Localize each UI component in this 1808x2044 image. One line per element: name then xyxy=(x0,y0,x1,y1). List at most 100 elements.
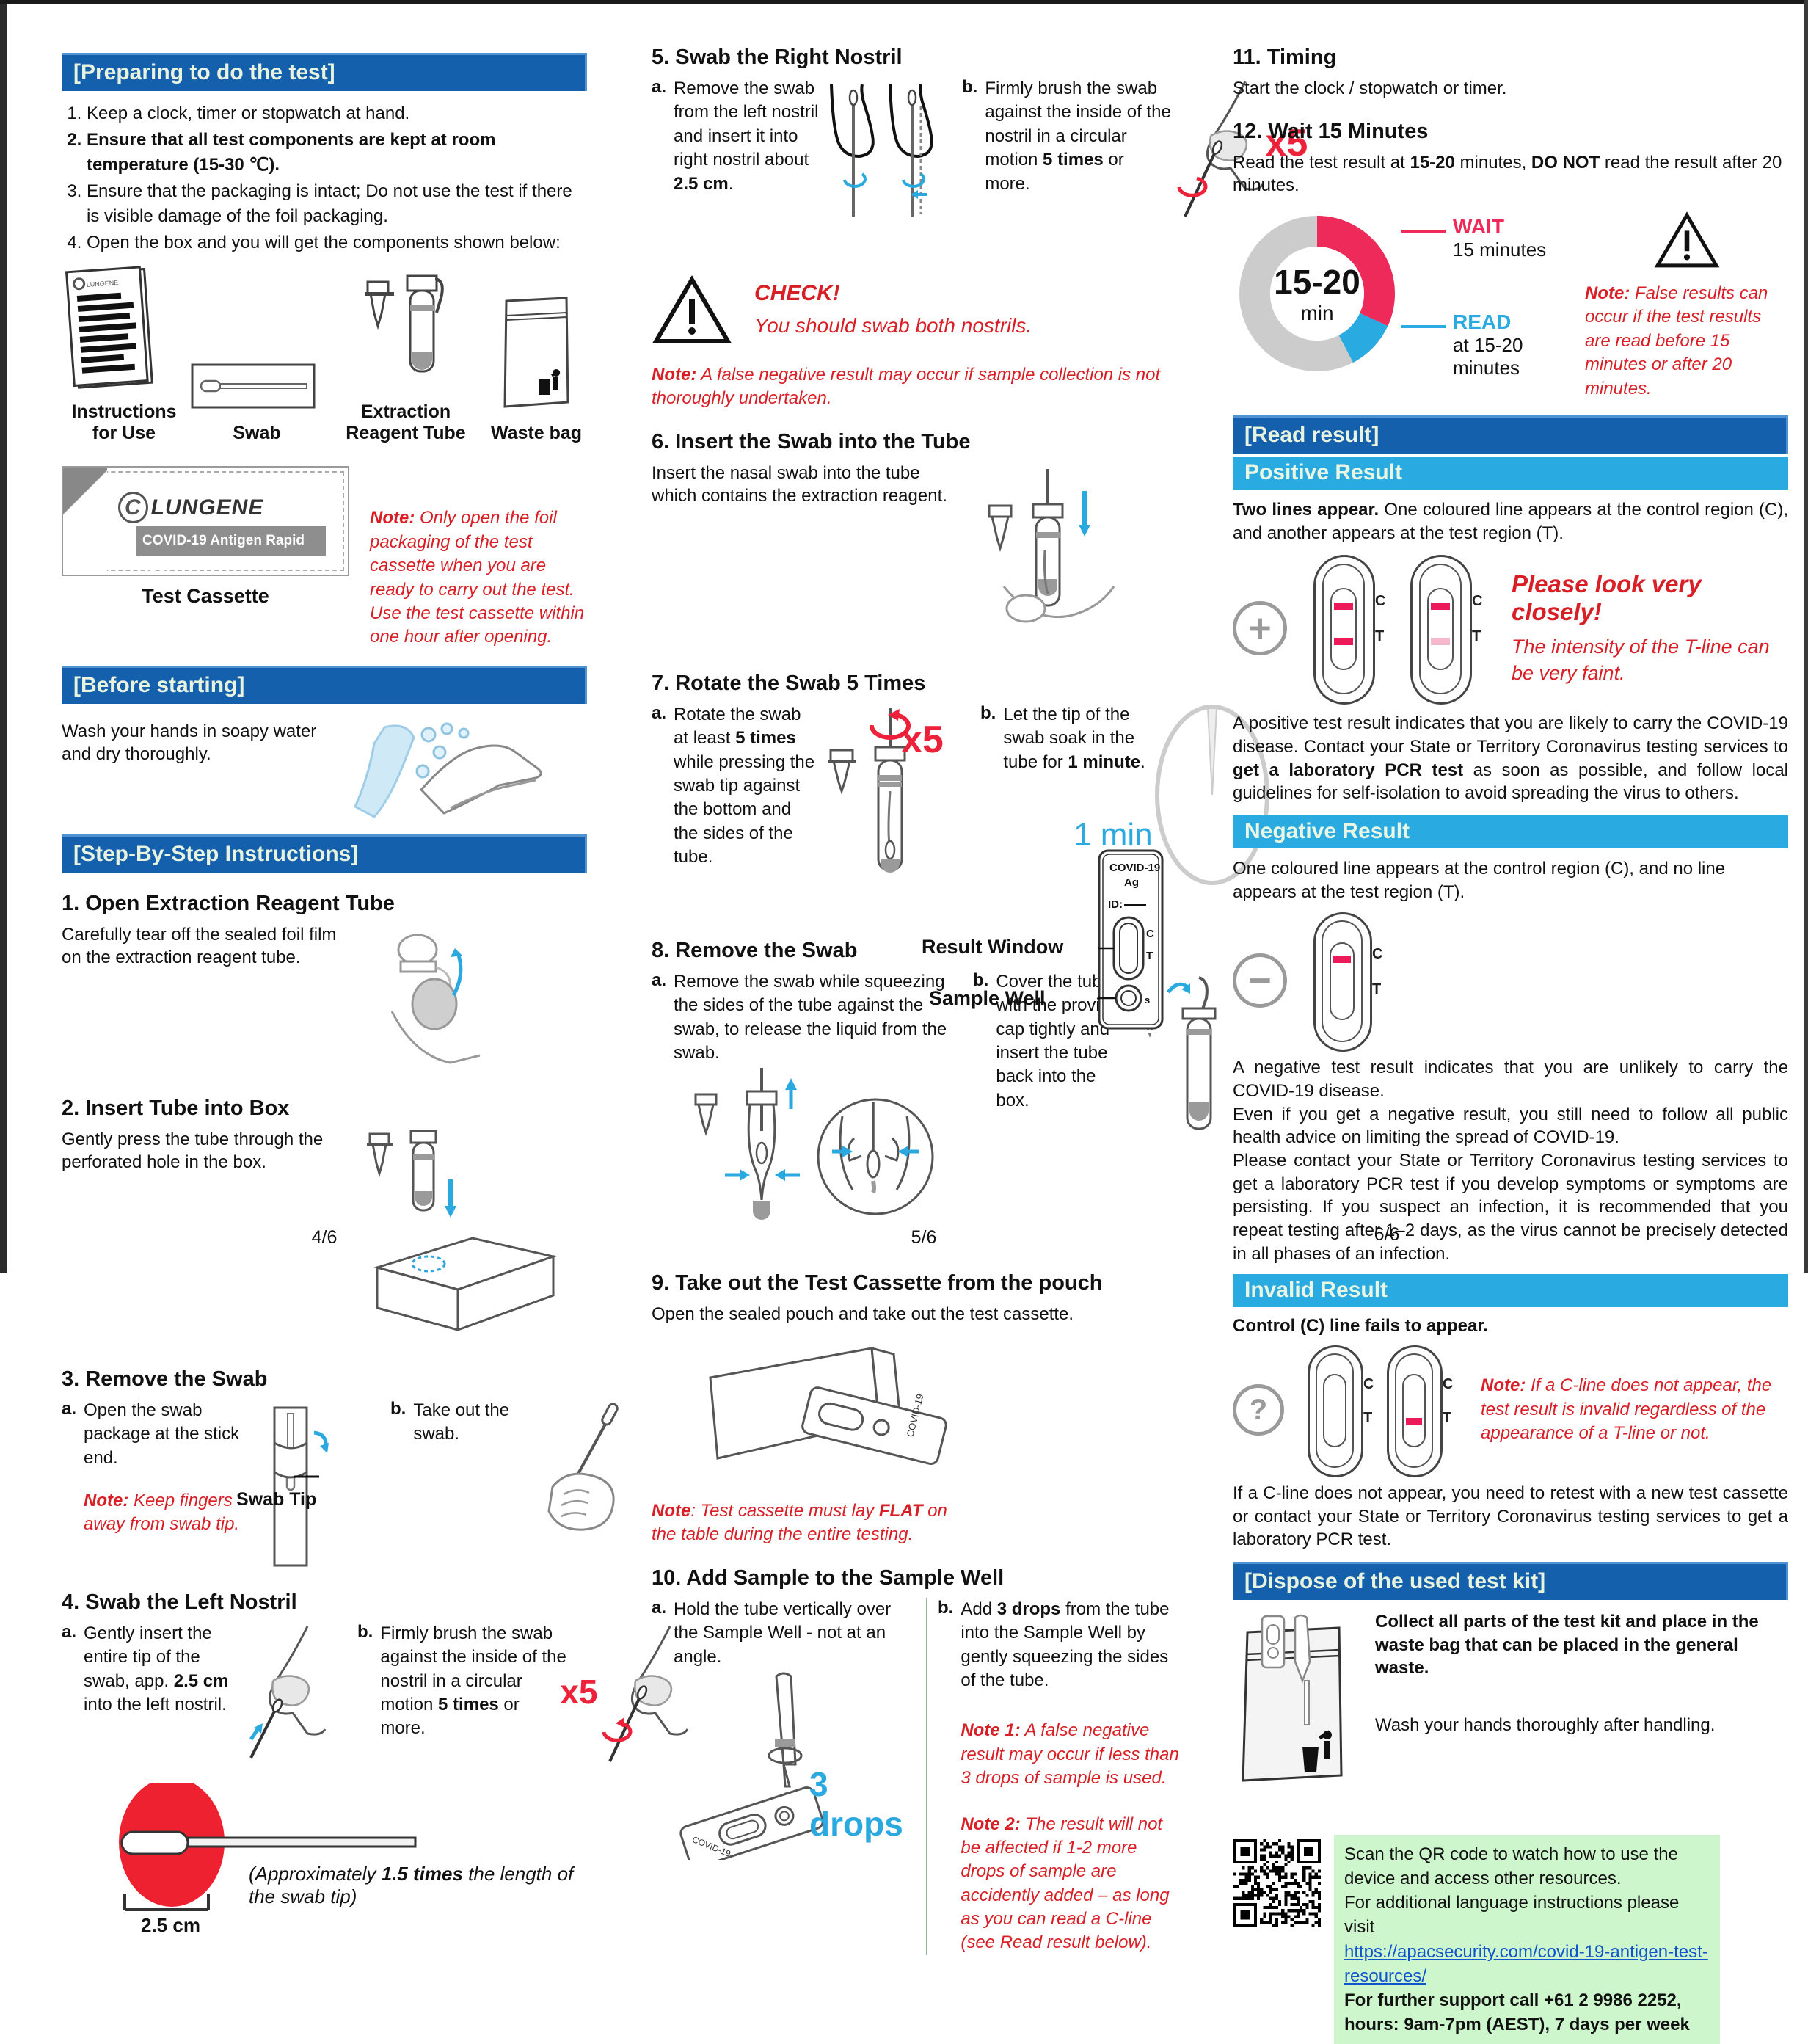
negative-paragraph-1: A negative test result indicates that yo… xyxy=(1233,1058,1788,1102)
swab-tip-label: Swab Tip xyxy=(236,1488,317,1510)
prep-item: Open the box and you will get the compon… xyxy=(87,230,587,255)
read-sub: at 15-20 minutes xyxy=(1453,334,1523,379)
cassette-one-line: C T xyxy=(1313,912,1382,1052)
invalid-illustration: ? C T C T Note: If a C-line does not app… xyxy=(1233,1345,1788,1478)
step1-text: Carefully tear off the sealed foil film … xyxy=(62,924,337,968)
open-tube-illustration xyxy=(390,934,481,1064)
test-cassette-label: Test Cassette xyxy=(142,585,269,608)
read-label: READ xyxy=(1453,310,1512,334)
section-dispose: [Dispose of the used test kit] xyxy=(1233,1562,1788,1601)
donut-chart xyxy=(1239,216,1395,372)
step6-heading: 6. Insert the Swab into the Tube xyxy=(652,429,971,454)
cassette-two-lines: C T xyxy=(1313,555,1385,705)
invalid-intro: Control (C) line fails to appear. xyxy=(1233,1316,1489,1336)
svg-text:C: C xyxy=(1146,928,1154,940)
minus-icon: − xyxy=(1233,953,1287,1008)
prep-item: Ensure that all test components are kept… xyxy=(87,128,587,178)
result-window-label: Result Window xyxy=(922,936,1064,958)
subsection-positive: Positive Result xyxy=(1233,456,1788,490)
section-read-result: [Read result] xyxy=(1233,415,1788,454)
step2-heading: 2. Insert Tube into Box xyxy=(62,1096,290,1120)
dispose-bold-text: Collect all parts of the test kit and pl… xyxy=(1375,1612,1759,1679)
dispose-block: Collect all parts of the test kit and pl… xyxy=(1233,1610,1788,1794)
step10-heading: 10. Add Sample to the Sample Well xyxy=(652,1565,1005,1590)
step9-heading: 9. Take out the Test Cassette from the p… xyxy=(652,1271,1103,1295)
x5-label: x5 xyxy=(1265,122,1308,164)
page-right-border xyxy=(1804,0,1808,1273)
cassette-faint-line: C T xyxy=(1410,555,1482,705)
one-min-label: 1 min xyxy=(1074,816,1153,853)
take-out-swab-illustration xyxy=(547,1403,619,1531)
question-icon: ? xyxy=(1233,1384,1284,1436)
subsection-invalid: Invalid Result xyxy=(1233,1274,1788,1308)
cassette-blank: C T xyxy=(1308,1345,1374,1478)
plus-icon: + xyxy=(1233,601,1287,656)
step3-heading: 3. Remove the Swab xyxy=(62,1367,268,1391)
svg-text:s: s xyxy=(1145,994,1150,1005)
nostrils-front-illustration xyxy=(830,84,933,217)
instructions-leaflet-icon: LUNGENE xyxy=(65,266,153,390)
step4a: a. Gently insert the entire tip of the s… xyxy=(62,1622,337,1776)
qr-line1: Scan the QR code to watch how to use the… xyxy=(1344,1844,1678,1889)
qr-line4: hours: 9am-7pm (AEST), 7 days per week xyxy=(1344,2014,1690,2034)
wait-label: WAIT xyxy=(1453,215,1504,239)
sample-well-label: Sample Well xyxy=(929,987,1046,1009)
look-closely-sub: The intensity of the T-line can be very … xyxy=(1512,635,1770,685)
donut-center: 15-20 xyxy=(1274,263,1360,302)
ruler-label: 2.5 cm xyxy=(141,1913,200,1936)
donut-legend: WAIT 15 minutes READ at 15-20 minutes xyxy=(1401,209,1585,401)
negative-illustration: − C T xyxy=(1233,912,1788,1052)
dispose-bag-icon xyxy=(1242,1614,1343,1782)
subsection-negative: Negative Result xyxy=(1233,815,1788,848)
prep-item: Ensure that the packaging is intact; Do … xyxy=(87,179,587,229)
step6-text: Insert the nasal swab into the tube whic… xyxy=(652,462,947,506)
page-number-4: 4/6 xyxy=(311,1227,338,1248)
section-preparing: [Preparing to do the test] xyxy=(62,53,587,91)
waste-bag-icon xyxy=(503,297,569,409)
step8a: a. Remove the swab while squeezing the s… xyxy=(652,970,952,1253)
components-row: LUNGENE Instructions for Use Swab xyxy=(62,266,587,444)
look-closely: Please look very closely! xyxy=(1512,570,1702,625)
step12-text: Read the test result at 15-20 minutes, D… xyxy=(1233,152,1782,196)
note-false-negative: Note: A false negative result may occur … xyxy=(652,365,1161,409)
nose-left-illustration xyxy=(249,1626,327,1759)
qr-line3: For further support call +61 2 9986 2252… xyxy=(1344,1990,1682,2010)
cassette-diagram: COVID-19 Ag ID: C T s Result Window Samp… xyxy=(922,848,1165,1035)
negative-paragraph-2: Even if you get a negative result, you s… xyxy=(1233,1104,1788,1148)
negative-paragraph-3: Please contact your State or Territory C… xyxy=(1233,1151,1788,1264)
column-1: [Preparing to do the test] Keep a clock,… xyxy=(62,0,689,1938)
step3b: b. Take out the swab. xyxy=(390,1399,648,1571)
swab-package-open-illustration xyxy=(273,1406,329,1567)
svg-text:LUNGENE: LUNGENE xyxy=(86,279,118,288)
qr-code xyxy=(1233,1839,1321,1928)
prep-item: Keep a clock, timer or stopwatch at hand… xyxy=(87,101,587,126)
nose-brush-illustration xyxy=(1177,81,1264,217)
warning-triangle-icon xyxy=(652,275,732,343)
negative-intro: One coloured line appears at the control… xyxy=(1233,859,1726,902)
step4b: b. Firmly brush the swab against the ins… xyxy=(357,1622,692,1776)
resources-link[interactable]: https://apacsecurity.com/covid-19-antige… xyxy=(1344,1941,1708,1986)
step1-heading: 1. Open Extraction Reagent Tube xyxy=(62,891,395,915)
swab-scale-diagram: 2.5 cm (Approximately 1.5 times the leng… xyxy=(62,1777,587,1938)
timing-diagram: 15-20 min WAIT 15 minutes READ at 15-20 … xyxy=(1233,209,1788,401)
step5a: a. Remove the swab from the left nostril… xyxy=(652,77,941,261)
step11-text: Start the clock / stopwatch or timer. xyxy=(1233,79,1507,98)
check-warning: CHECK! You should swab both nostrils. xyxy=(652,274,1196,347)
step7-heading: 7. Rotate the Swab 5 Times xyxy=(652,671,926,695)
prep-list: Keep a clock, timer or stopwatch at hand… xyxy=(62,101,587,255)
pouch-illustration: COVID-19 xyxy=(709,1347,947,1466)
page-number-5: 5/6 xyxy=(911,1227,937,1248)
squeeze-tube-illustration xyxy=(694,1068,934,1221)
handwash-icon xyxy=(354,722,542,818)
section-before-starting: [Before starting] xyxy=(62,665,587,704)
warning-triangle-icon xyxy=(1654,211,1719,268)
component-swab: Swab xyxy=(191,360,323,444)
step7a: a. Rotate the swab at least 5 times whil… xyxy=(652,703,960,920)
wash-text: Wash your hands in soapy water and dry t… xyxy=(62,721,317,765)
component-instructions: LUNGENE Instructions for Use xyxy=(62,266,186,444)
note-flat: Note: Test cassette must lay FLAT on the… xyxy=(652,1501,947,1545)
svg-text:ID:: ID: xyxy=(1108,898,1123,911)
check-label: CHECK! xyxy=(754,281,840,306)
